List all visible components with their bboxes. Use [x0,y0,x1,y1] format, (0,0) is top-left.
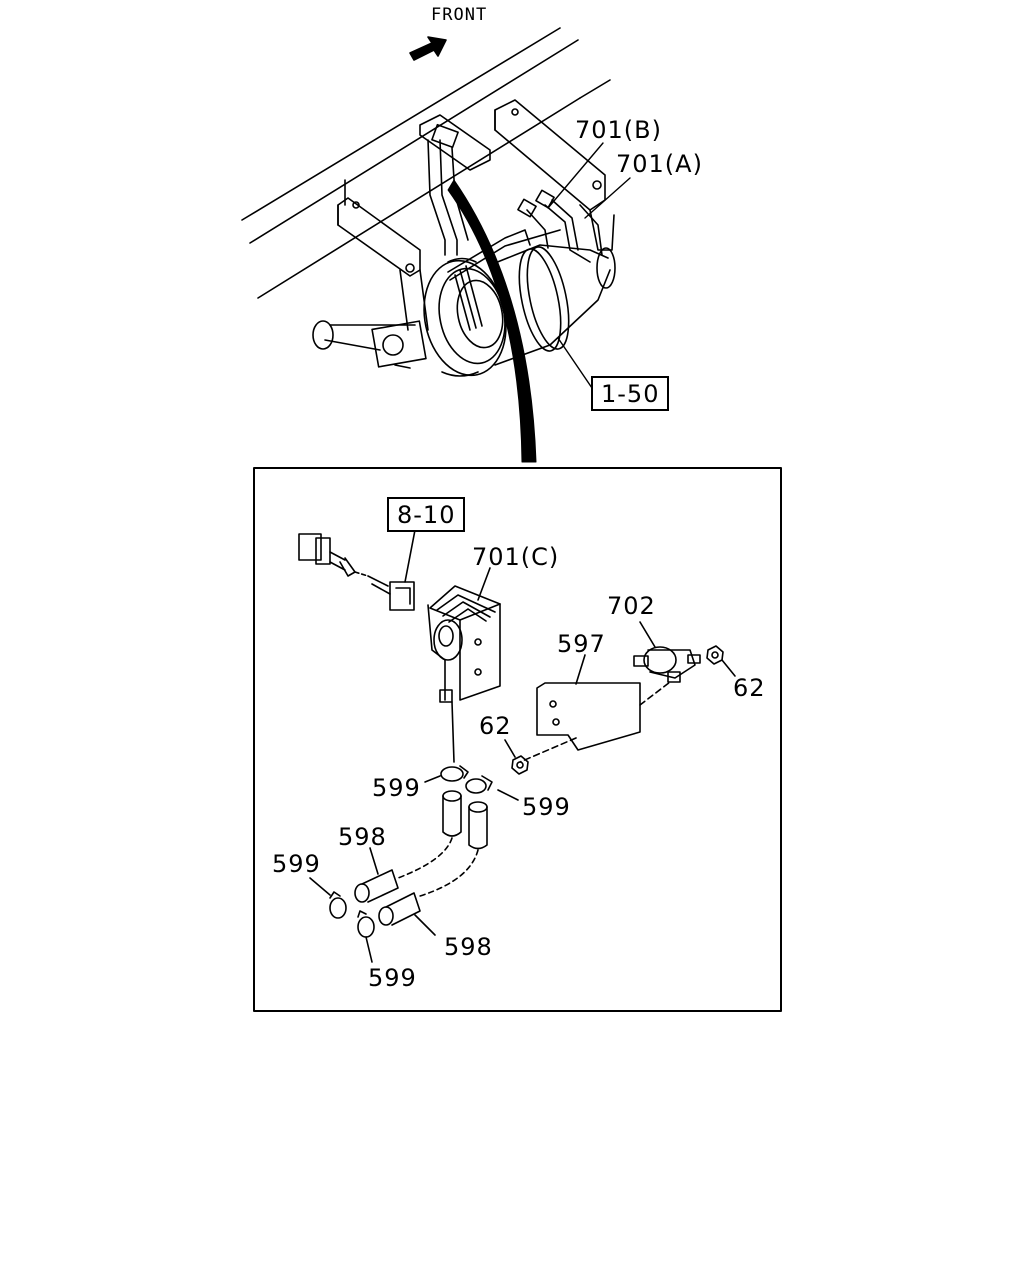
part-702-label: 702 [607,592,656,620]
front-label: FRONT [431,5,488,25]
part-599-upper-left-label: 599 [372,774,421,802]
bracket-plate [519,654,671,763]
part-598-upper-label: 598 [338,823,387,851]
left-bracket [337,179,429,331]
clamp-lower-right [357,910,375,963]
hose-lower-left [354,847,399,903]
part-8-10-label: 8-10 [387,497,466,532]
clamp-upper-left [424,765,469,783]
hose-lower-right [378,892,436,936]
part-599-lower-right-label: 599 [368,964,417,992]
part-597-label: 597 [557,630,606,658]
sensor-pipes [447,189,603,281]
detail-callout-curve [447,179,537,463]
check-valve [633,621,701,683]
leader-lines-upper [547,142,631,389]
part-599-lower-left-label: 599 [272,850,321,878]
part-701b-label: 701(B) [575,116,662,144]
nut-right [706,645,736,677]
muffler-assembly [312,244,616,377]
frame-rail [241,27,611,299]
nut-left [504,739,529,775]
front-arrow-icon [409,36,447,61]
part-62-right-label: 62 [733,674,766,702]
solenoid-valve [427,567,501,763]
clamp-upper-right [465,775,519,801]
part-598-lower-label: 598 [444,933,493,961]
hose-path [397,837,479,897]
hanger-bracket [419,114,491,256]
harness-connector [298,529,416,611]
part-1-50-label: 1-50 [591,376,670,411]
part-599-upper-right-label: 599 [522,793,571,821]
part-701a-label: 701(A) [616,150,703,178]
detail-box [253,467,782,1012]
clamp-lower-left [309,877,347,919]
part-62-left-label: 62 [479,712,512,740]
hose-upper [442,790,488,850]
part-701c-label: 701(C) [472,543,560,571]
